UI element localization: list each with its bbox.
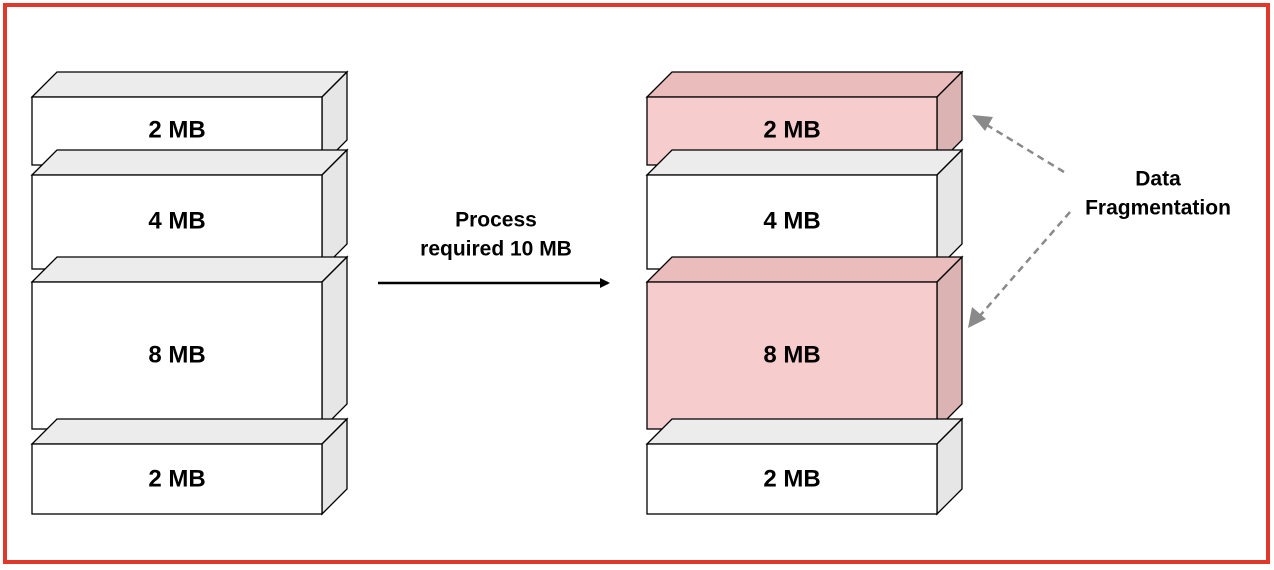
memory-block: 4 MB (30, 148, 349, 271)
block-size-label: 4 MB (763, 207, 820, 234)
arrowhead-bottom-icon (968, 307, 986, 328)
dashed-arrow-top (981, 120, 1065, 174)
fragmentation-label-line1: Data (1135, 168, 1181, 191)
block-size-label: 4 MB (148, 207, 205, 234)
process-label-line2: required 10 MB (420, 238, 572, 261)
memory-block-fragment: 8 MB (645, 255, 964, 431)
block-size-label: 2 MB (148, 116, 205, 143)
arrowhead-top-icon (972, 115, 993, 131)
memory-block: 8 MB (30, 255, 349, 431)
right-memory-stack: 2 MB 4 MB 8 MB 2 MB (645, 70, 964, 516)
memory-block: 2 MB (645, 417, 964, 516)
memory-block: 2 MB (30, 417, 349, 516)
left-memory-stack: 2 MB 4 MB 8 MB 2 MB (30, 70, 349, 516)
block-size-label: 2 MB (763, 465, 820, 492)
memory-block-fragment: 2 MB (645, 70, 964, 167)
block-size-label: 8 MB (148, 341, 205, 368)
memory-block: 4 MB (645, 148, 964, 271)
block-size-label: 8 MB (763, 341, 820, 368)
process-arrow: Process required 10 MB (378, 209, 610, 288)
fragmentation-label-line2: Fragmentation (1085, 197, 1231, 220)
block-size-label: 2 MB (763, 116, 820, 143)
process-label-line1: Process (455, 209, 537, 232)
fragmentation-annotation: Data Fragmentation (968, 115, 1231, 328)
block-size-label: 2 MB (148, 465, 205, 492)
